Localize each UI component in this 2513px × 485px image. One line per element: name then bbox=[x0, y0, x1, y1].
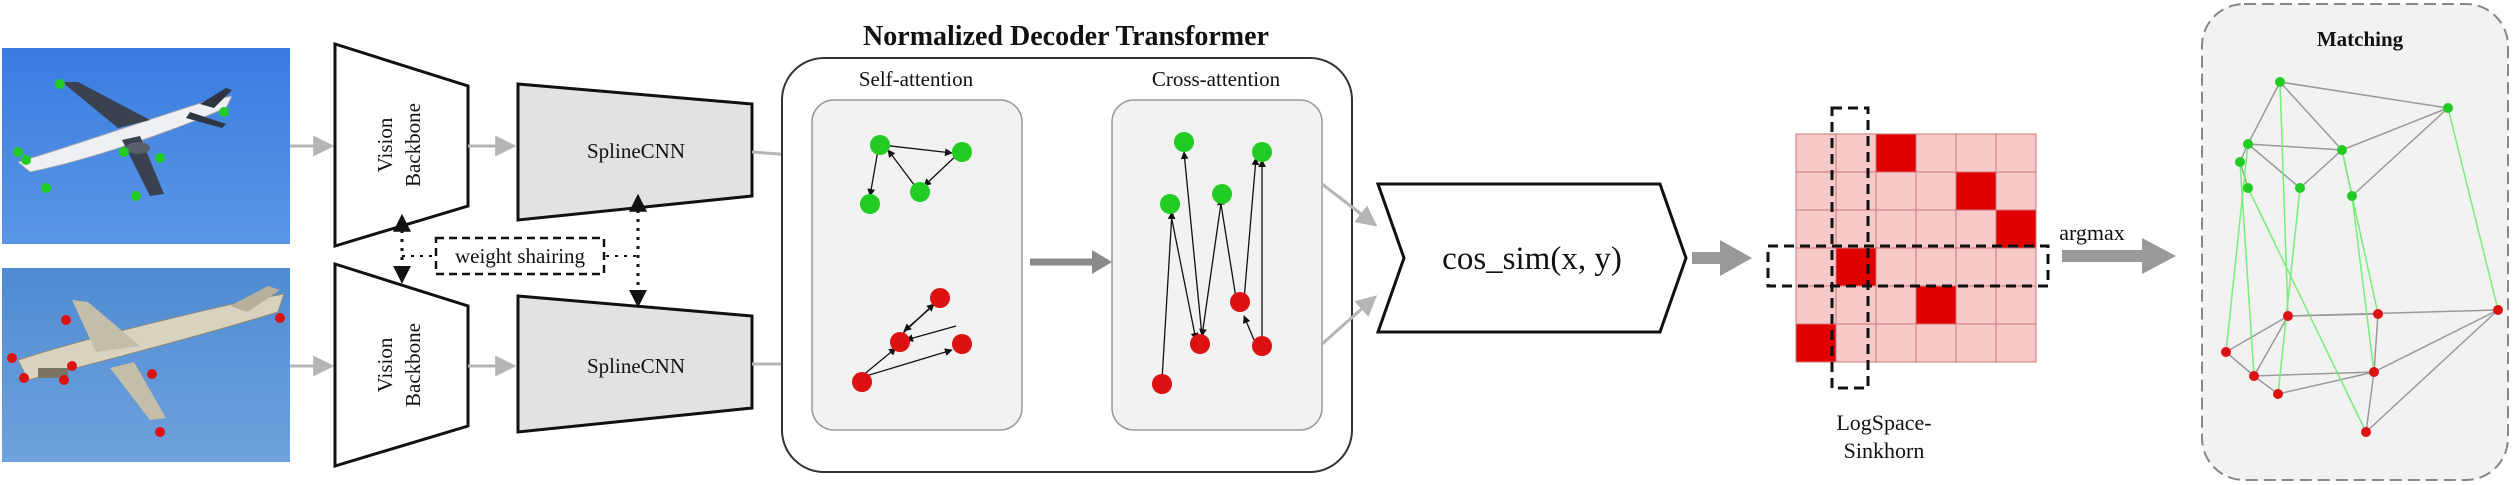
matrix-cell bbox=[1875, 247, 1917, 287]
sinkhorn-label-1: LogSpace- bbox=[1836, 410, 1931, 435]
matrix-cell bbox=[1835, 171, 1877, 211]
sinkhorn-matrix: LogSpace- Sinkhorn bbox=[1766, 106, 2050, 463]
self-attn-green-nodes bbox=[860, 135, 972, 214]
matrix-cell bbox=[1955, 323, 1997, 363]
matrix-cell bbox=[1795, 323, 1837, 363]
keypoints-top-image bbox=[13, 79, 229, 201]
sinkhorn-label-2: Sinkhorn bbox=[1844, 438, 1925, 463]
argmax-arrow: argmax bbox=[2059, 220, 2176, 274]
splinecnn-top-label: SplineCNN bbox=[587, 139, 685, 163]
self-attn-red-nodes bbox=[852, 288, 972, 392]
bottom-graph-edges bbox=[2225, 309, 2499, 433]
matrix-cell bbox=[1955, 209, 1997, 249]
matrix-cell bbox=[1995, 133, 2037, 173]
matrix-cell bbox=[1875, 171, 1917, 211]
matrix-cell bbox=[1955, 247, 1997, 287]
matrix-cell bbox=[1835, 247, 1877, 287]
arrow-self-to-cross-head bbox=[1092, 250, 1112, 274]
argmax-label: argmax bbox=[2059, 220, 2125, 245]
decoder-transformer-block: Normalized Decoder Transformer Self-atte… bbox=[781, 21, 1353, 473]
matrix-cell bbox=[1795, 247, 1837, 287]
backbone-bottom-label-1: Vision bbox=[373, 337, 397, 392]
self-attention-panel bbox=[811, 99, 1023, 431]
matrix-cell bbox=[1795, 171, 1837, 211]
weight-sharing-label: weight shairing bbox=[455, 244, 586, 268]
matching-red-nodes bbox=[2221, 305, 2503, 437]
matrix-cell bbox=[1835, 323, 1877, 363]
vision-backbone-bottom: Vision Backbone bbox=[333, 261, 470, 469]
input-image-top bbox=[2, 48, 290, 244]
matrix-cell bbox=[1915, 285, 1957, 325]
correspondence-lines bbox=[2225, 81, 2499, 433]
splinecnn-bottom-label: SplineCNN bbox=[587, 354, 685, 378]
matrix-cell bbox=[1795, 133, 1837, 173]
weight-sharing-box: weight shairing bbox=[434, 236, 606, 276]
splinecnn-top: SplineCNN bbox=[516, 82, 754, 222]
airplane-bottom-icon bbox=[17, 286, 285, 420]
matrix-cell bbox=[1915, 171, 1957, 211]
matrix-cell bbox=[1995, 285, 2037, 325]
matrix-cell bbox=[1955, 133, 1997, 173]
airplane-top-icon bbox=[16, 82, 233, 196]
matching-panel: Matching bbox=[2201, 3, 2509, 481]
splinecnn-bottom: SplineCNN bbox=[516, 294, 754, 434]
vision-backbone-top: Vision Backbone bbox=[333, 41, 470, 249]
backbone-bottom-label-2: Backbone bbox=[401, 323, 425, 407]
keypoints-bottom-image bbox=[7, 313, 285, 437]
matrix-cell bbox=[1955, 171, 1997, 211]
matrix-cell bbox=[1875, 133, 1917, 173]
input-image-bottom bbox=[2, 268, 290, 462]
matrix-cell bbox=[1915, 247, 1957, 287]
matrix-cells bbox=[1795, 133, 2037, 363]
matrix-cell bbox=[1995, 323, 2037, 363]
matrix-cell bbox=[1955, 285, 1997, 325]
cosine-similarity-block: cos_sim(x, y) bbox=[1375, 182, 1688, 334]
matrix-cell bbox=[1995, 171, 2037, 211]
matrix-cell bbox=[1995, 247, 2037, 287]
matrix-cell bbox=[1835, 285, 1877, 325]
matrix-cell bbox=[1795, 209, 1837, 249]
arrow-cossim-to-matrix-head bbox=[1720, 240, 1752, 276]
matrix-cell bbox=[1915, 323, 1957, 363]
backbone-top-label-1: Vision bbox=[373, 117, 397, 172]
cross-attn-red-nodes bbox=[1152, 292, 1272, 394]
arrow-cross-to-cossim-top bbox=[1321, 182, 1378, 227]
matrix-cell bbox=[1835, 133, 1877, 173]
matrix-cell bbox=[1835, 209, 1877, 249]
matching-green-nodes bbox=[2235, 77, 2453, 201]
matrix-cell bbox=[1875, 323, 1917, 363]
backbone-top-label-2: Backbone bbox=[401, 103, 425, 187]
matrix-cell bbox=[1915, 133, 1957, 173]
matrix-cell bbox=[1875, 285, 1917, 325]
cross-attention-panel bbox=[1111, 99, 1323, 431]
matching-label: Matching bbox=[2317, 27, 2404, 51]
arrow-cross-to-cossim-bottom bbox=[1321, 295, 1378, 346]
matrix-cell bbox=[1915, 209, 1957, 249]
self-attention-label: Self-attention bbox=[859, 67, 974, 91]
matrix-column-highlight bbox=[1830, 106, 1870, 390]
matrix-cell bbox=[1875, 209, 1917, 249]
cross-attention-label: Cross-attention bbox=[1152, 67, 1281, 91]
matrix-cell bbox=[1995, 209, 2037, 249]
matrix-cell bbox=[1795, 285, 1837, 325]
cosine-similarity-label: cos_sim(x, y) bbox=[1442, 241, 1622, 277]
cross-attn-green-nodes bbox=[1160, 132, 1272, 214]
transformer-title: Normalized Decoder Transformer bbox=[863, 21, 1269, 52]
